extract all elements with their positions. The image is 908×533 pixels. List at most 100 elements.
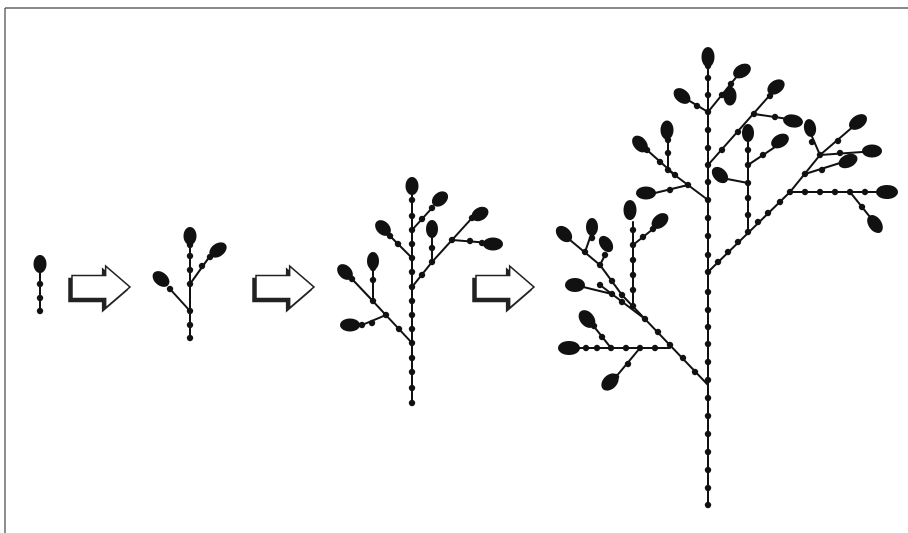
- leaf-icon: [33, 255, 47, 273]
- node-dot: [408, 311, 416, 319]
- node-dot: [704, 340, 712, 348]
- node-dot: [704, 178, 712, 186]
- node-dot: [704, 430, 712, 438]
- node-dot: [618, 298, 626, 306]
- node-dot: [639, 233, 647, 241]
- node-dot: [764, 209, 772, 217]
- node-dot: [408, 240, 416, 248]
- node-dot: [408, 354, 416, 362]
- leaf-icon: [848, 114, 868, 130]
- node-dot: [593, 344, 601, 352]
- node-dot: [704, 214, 712, 222]
- right-arrow-icon: [71, 264, 132, 310]
- node-dot: [186, 266, 194, 274]
- node-dot: [771, 113, 779, 121]
- right-arrow-icon: [475, 264, 536, 310]
- node-dot: [759, 151, 767, 159]
- tree-stage-3: [337, 177, 503, 407]
- node-dot: [836, 149, 844, 157]
- leaf-icon: [431, 191, 449, 207]
- node-dot: [588, 234, 596, 242]
- leaf-icon: [578, 310, 596, 328]
- leaf-icon: [601, 373, 619, 391]
- leaf-icon: [742, 124, 754, 142]
- leaf-icon: [876, 185, 898, 199]
- node-dot: [36, 280, 44, 288]
- node-dot: [744, 211, 752, 219]
- leaf-icon: [771, 133, 789, 149]
- leaf-icon: [862, 144, 882, 158]
- tree-group: [33, 47, 898, 509]
- node-dot: [816, 188, 824, 196]
- node-dot: [428, 244, 436, 252]
- node-dot: [656, 158, 664, 166]
- node-dot: [704, 232, 712, 240]
- leaf-icon: [660, 120, 674, 140]
- node-dot: [831, 188, 839, 196]
- node-dot: [704, 376, 712, 384]
- leaf-icon: [555, 225, 573, 243]
- leaf-icon: [367, 252, 379, 270]
- node-dot: [704, 484, 712, 492]
- node-dot: [36, 307, 44, 315]
- branch-line: [351, 278, 371, 299]
- right-arrow-icon: [255, 264, 316, 310]
- node-dot: [818, 166, 826, 174]
- node-dot: [734, 238, 742, 246]
- leaf-icon: [803, 119, 817, 137]
- node-dot: [704, 251, 712, 259]
- leaf-icon: [733, 63, 751, 79]
- leaf-icon: [623, 200, 637, 220]
- node-dot: [693, 102, 701, 110]
- node-dot: [186, 252, 194, 260]
- node-dot: [704, 448, 712, 456]
- branch-line: [389, 235, 413, 259]
- arrow-group: [68, 264, 536, 313]
- node-dot: [418, 215, 426, 223]
- node-dot: [666, 186, 674, 194]
- node-dot: [418, 271, 426, 279]
- node-dot: [629, 256, 637, 264]
- node-dot: [666, 341, 674, 349]
- node-dot: [466, 237, 474, 245]
- node-dot: [166, 285, 174, 293]
- node-dot: [754, 218, 762, 226]
- leaf-icon: [340, 318, 360, 332]
- node-dot: [704, 323, 712, 331]
- node-dot: [704, 74, 712, 82]
- node-dot: [408, 368, 416, 376]
- node-dot: [724, 248, 732, 256]
- node-dot: [808, 138, 816, 146]
- node-dot: [704, 288, 712, 296]
- leaf-icon: [838, 153, 858, 169]
- node-dot: [858, 203, 866, 211]
- leaf-icon: [405, 177, 419, 195]
- node-dot: [601, 251, 609, 259]
- node-dot: [714, 258, 722, 266]
- node-dot: [704, 144, 712, 152]
- figure-border: [4, 7, 908, 533]
- node-dot: [408, 196, 416, 204]
- leaf-icon: [337, 264, 353, 280]
- node-dot: [582, 344, 590, 352]
- leaf-icon: [586, 218, 598, 236]
- node-dot: [776, 198, 784, 206]
- leaf-icon: [471, 206, 489, 222]
- node-dot: [598, 333, 606, 341]
- leaf-icon: [767, 79, 785, 95]
- node-dot: [704, 501, 712, 509]
- node-dot: [654, 328, 662, 336]
- node-dot: [704, 91, 712, 99]
- node-dot: [704, 394, 712, 402]
- node-dot: [395, 325, 403, 333]
- leaf-icon: [632, 135, 648, 153]
- branch-line: [361, 314, 387, 326]
- node-dot: [704, 306, 712, 314]
- branch-line: [574, 284, 613, 295]
- leaf-icon: [651, 213, 669, 229]
- leaf-icon: [209, 242, 227, 258]
- node-dot: [408, 212, 416, 220]
- branch-line: [369, 297, 413, 344]
- node-dot: [679, 354, 687, 362]
- node-dot: [744, 146, 752, 154]
